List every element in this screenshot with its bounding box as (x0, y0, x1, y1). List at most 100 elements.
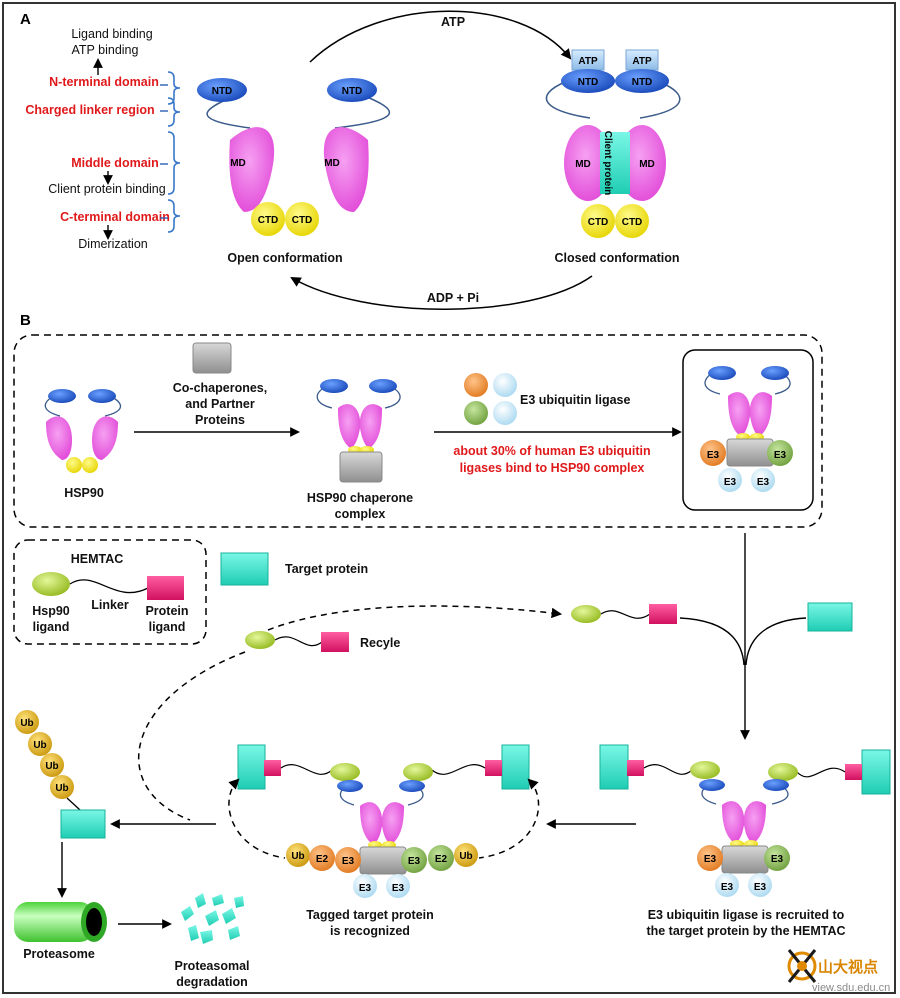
merge-line-right (745, 617, 807, 666)
hsp90-label: HSP90 (64, 486, 104, 500)
charged-linker-label: Charged linker region (25, 103, 154, 117)
atp-right-label: ATP (632, 56, 652, 67)
e3-hsp90-complex (700, 366, 793, 492)
recruit-e3-orange-label: E3 (704, 854, 717, 865)
recycle-label: Recyle (360, 636, 400, 650)
adp-cycle-arrow (290, 275, 593, 310)
ntd-right-shape (327, 78, 377, 102)
watermark-url: view.sdu.edu.cn (812, 982, 890, 994)
tagged-caption-line-1: Tagged target protein (306, 908, 434, 922)
ub-chain-2-label: Ub (33, 740, 46, 751)
tagged-e3-blue-left-label: E3 (359, 883, 372, 894)
ctd-left-label: CTD (258, 215, 279, 226)
tagged-right-dashed-arrow (478, 778, 540, 859)
ntd-closed-left-label: NTD (578, 77, 599, 88)
e3-box-blue-left-label: E3 (724, 477, 737, 488)
tagged-e2-left-label: E2 (316, 854, 329, 865)
recruit-e3-blue-right-label: E3 (754, 882, 767, 893)
hsp90-ligand-line-2: ligand (33, 620, 70, 634)
hsp90-ligand-line-1: Hsp90 (32, 604, 70, 618)
tagged-complex (237, 744, 530, 898)
linker-label: Linker (91, 598, 129, 612)
md-left-label: MD (230, 158, 246, 169)
target-protein-legend-shape (220, 552, 269, 586)
recruited-caption-line-2: the target protein by the HEMTAC (646, 924, 845, 938)
merge-line-left (679, 617, 745, 666)
ctd-closed-right-label: CTD (622, 217, 643, 228)
hemtac-legend-box (13, 539, 207, 645)
degradation-fragments (181, 893, 244, 944)
e3-note-line-1: about 30% of human E3 ubiquitin (453, 444, 650, 458)
c-terminal-domain-label: C-terminal domain (60, 210, 170, 224)
ctd-closed-right-shape (615, 204, 649, 238)
client-binding-label: Client protein binding (48, 182, 165, 196)
open-conformation-label: Open conformation (227, 251, 342, 265)
recycle-hemtac-protein-ligand (321, 632, 349, 652)
hsp90-chaperone-complex (316, 379, 401, 483)
ctd-left-shape (251, 202, 285, 236)
hemtac-hsp90-ligand-shape (32, 572, 70, 596)
ctd-right-label: CTD (292, 215, 313, 226)
ntd-right-label: NTD (342, 86, 363, 97)
ctd-right-shape (285, 202, 319, 236)
chaperone-complex-line-2: complex (335, 507, 386, 521)
ntd-closed-right-label: NTD (632, 77, 653, 88)
ligand-binding-label: Ligand binding (71, 27, 152, 41)
recycle-loop-arrow (138, 651, 246, 821)
recruit-e3-green-label: E3 (771, 854, 784, 865)
bracket-leaders (160, 84, 168, 219)
closed-conformation-hsp90: ATP ATP NTD NTD Client protein MD MD CTD… (545, 49, 681, 238)
panel-b-label: B (20, 312, 31, 329)
cochaperones-line-1: Co-chaperones, (173, 381, 267, 395)
cochaperone-block (192, 342, 232, 374)
client-protein-label: Client protein (602, 131, 613, 195)
hemtac-title: HEMTAC (71, 552, 124, 566)
tagged-left-dashed-arrow (228, 778, 286, 859)
tagged-ub-left-label: Ub (291, 851, 304, 862)
dimerization-label: Dimerization (78, 237, 148, 251)
ctd-closed-left-shape (581, 204, 615, 238)
n-terminal-domain-label: N-terminal domain (49, 75, 159, 89)
recruited-complex (599, 744, 891, 897)
hsp90-small (44, 389, 122, 473)
free-hemtac-ligand (571, 605, 601, 623)
md-closed-right-label: MD (639, 159, 655, 170)
md-closed-left-label: MD (575, 159, 591, 170)
cochaperones-line-2: and Partner (185, 397, 255, 411)
degradation-line-2: degradation (176, 975, 248, 989)
ub-chain-4-label: Ub (55, 783, 68, 794)
adp-arrow-label: ADP + Pi (427, 291, 479, 305)
free-target-protein (807, 602, 853, 632)
hemtac-linker-shape (69, 579, 149, 594)
e3-ligase-label: E3 ubiquitin ligase (520, 393, 630, 407)
e3-box-orange-label: E3 (707, 450, 720, 461)
target-protein-label: Target protein (285, 562, 368, 576)
atp-cycle-arrow (309, 10, 572, 63)
e3-note-line-2: ligases bind to HSP90 complex (460, 461, 645, 475)
tagged-ub-right-label: Ub (459, 851, 472, 862)
protein-ligand-line-1: Protein (145, 604, 188, 618)
md-right-label: MD (324, 158, 340, 169)
atp-arrow-label: ATP (441, 15, 465, 29)
tagged-e2-right-label: E2 (435, 854, 448, 865)
proteasome-shape (14, 902, 107, 942)
open-conformation-hsp90: NTD NTD MD MD CTD CTD (197, 78, 391, 236)
ub-chain-3-label: Ub (45, 761, 58, 772)
ub-chain-1-label: Ub (20, 718, 33, 729)
e3-box-green-label: E3 (774, 450, 787, 461)
domain-brackets (167, 71, 181, 233)
cochaperones-line-3: Proteins (195, 413, 245, 427)
tagged-caption-line-2: is recognized (330, 924, 410, 938)
protein-ligand-line-2: ligand (149, 620, 186, 634)
ubiquitinated-target (15, 710, 106, 839)
atp-left-label: ATP (578, 56, 598, 67)
ntd-left-shape (197, 78, 247, 102)
recycle-hemtac-ligand (245, 631, 275, 649)
tagged-e3-blue-right-label: E3 (392, 883, 405, 894)
free-hemtac-protein-ligand (649, 604, 677, 624)
e3-ligase-cluster (464, 373, 517, 425)
recycle-return-arrow (267, 605, 563, 631)
ctd-closed-left-label: CTD (588, 217, 609, 228)
